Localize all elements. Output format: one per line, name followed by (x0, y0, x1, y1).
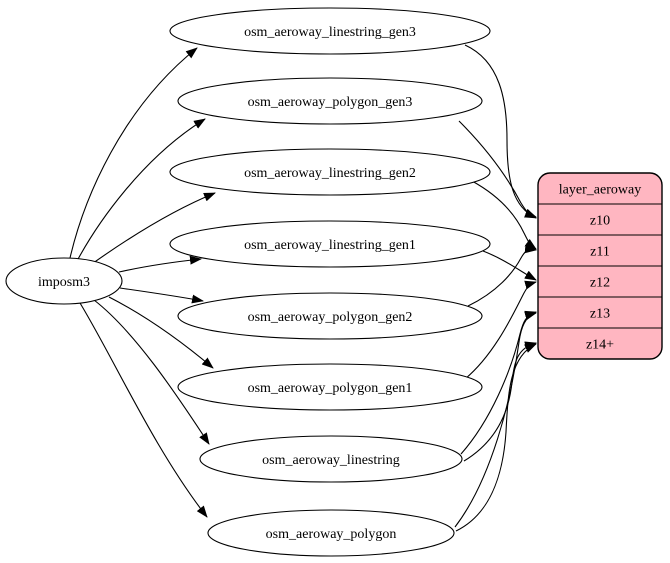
record-title: layer_aeroway (559, 183, 641, 198)
node-ellipse (169, 7, 491, 55)
record-row-z14+: z14+ (586, 338, 614, 353)
node-osm_aeroway_linestring_gen3: osm_aeroway_linestring_gen3 (169, 7, 491, 55)
node-osm_aeroway_polygon_gen2: osm_aeroway_polygon_gen2 (177, 292, 483, 340)
node-ellipse (5, 257, 123, 305)
edge-osm_aeroway_polygon-to-layer_aeroway-z14+ (455, 343, 537, 532)
node-ellipse (207, 509, 455, 557)
edge-layer (69, 44, 537, 532)
edge-osm_aeroway_linestring-to-layer_aeroway-z14+ (463, 341, 537, 462)
edge-imposm3-to-osm_aeroway_linestring (93, 299, 210, 445)
node-osm_aeroway_linestring_gen2: osm_aeroway_linestring_gen2 (169, 148, 491, 196)
node-label-imposm3: imposm3 (38, 275, 90, 290)
node-imposm3: imposm3 (5, 257, 123, 305)
node-ellipse (199, 435, 463, 483)
node-label-osm_aeroway_linestring: osm_aeroway_linestring (262, 453, 400, 468)
node-layer_aeroway: layer_aeroway z10 z11 z12 z13 z14+ (537, 172, 663, 360)
node-label-osm_aeroway_linestring_gen3: osm_aeroway_linestring_gen3 (244, 25, 416, 40)
node-osm_aeroway_linestring: osm_aeroway_linestring (199, 435, 463, 483)
node-ellipse (169, 220, 491, 268)
edge-imposm3-to-osm_aeroway_polygon_gen2 (119, 287, 204, 304)
edge-imposm3-to-osm_aeroway_linestring_gen2 (88, 192, 216, 267)
edge-imposm3-to-osm_aeroway_polygon_gen3 (76, 118, 206, 262)
node-osm_aeroway_polygon_gen1: osm_aeroway_polygon_gen1 (177, 363, 483, 411)
node-label-osm_aeroway_polygon_gen1: osm_aeroway_polygon_gen1 (248, 381, 413, 396)
node-osm_aeroway_linestring_gen1: osm_aeroway_linestring_gen1 (169, 220, 491, 268)
node-ellipse (177, 77, 483, 125)
node-osm_aeroway_polygon_gen3: osm_aeroway_polygon_gen3 (177, 77, 483, 125)
edge-osm_aeroway_polygon_gen1-to-layer_aeroway-z12 (464, 280, 537, 380)
node-ellipse (177, 292, 483, 340)
record-row-z11: z11 (590, 245, 610, 260)
edge-osm_aeroway_linestring_gen3-to-layer_aeroway-z10 (464, 44, 537, 219)
node-label-osm_aeroway_linestring_gen1: osm_aeroway_linestring_gen1 (244, 238, 416, 253)
node-ellipse (169, 148, 491, 196)
edge-osm_aeroway_polygon_gen2-to-layer_aeroway-z11 (467, 244, 537, 307)
edge-imposm3-to-osm_aeroway_linestring_gen1 (118, 255, 202, 273)
node-label-osm_aeroway_linestring_gen2: osm_aeroway_linestring_gen2 (244, 166, 416, 181)
record-row-z12: z12 (590, 276, 610, 291)
edge-osm_aeroway_polygon-to-layer_aeroway-z13 (454, 311, 537, 528)
record-row-z10: z10 (590, 214, 610, 229)
record-row-z13: z13 (590, 307, 610, 322)
node-ellipse (177, 363, 483, 411)
edge-osm_aeroway_linestring_gen1-to-layer_aeroway-z12 (482, 250, 537, 281)
node-label-osm_aeroway_polygon_gen3: osm_aeroway_polygon_gen3 (248, 95, 413, 110)
edge-osm_aeroway_polygon_gen3-to-layer_aeroway-z10 (458, 120, 537, 218)
node-label-osm_aeroway_polygon: osm_aeroway_polygon (266, 527, 397, 542)
edge-imposm3-to-osm_aeroway_polygon_gen1 (108, 296, 214, 369)
node-label-osm_aeroway_polygon_gen2: osm_aeroway_polygon_gen2 (248, 310, 413, 325)
edge-imposm3-to-osm_aeroway_polygon (79, 302, 208, 518)
node-osm_aeroway_polygon: osm_aeroway_polygon (207, 509, 455, 557)
edge-imposm3-to-osm_aeroway_linestring_gen3 (69, 47, 198, 259)
